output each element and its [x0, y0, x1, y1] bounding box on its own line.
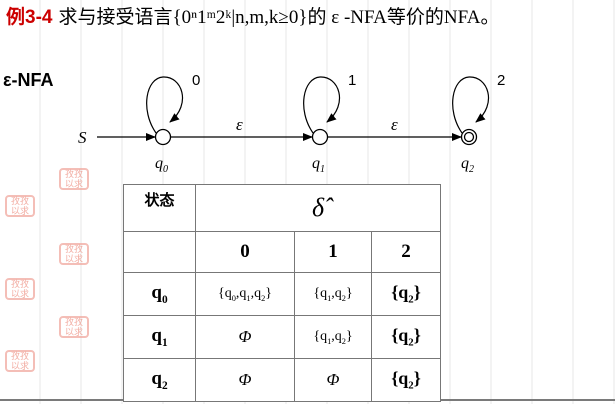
self-loop-label-q0: 0: [192, 72, 200, 89]
state-q1: [311, 128, 329, 146]
self-loop-label-q1: 1: [348, 72, 356, 89]
state-label-q1: q1: [312, 155, 325, 175]
state-cell: q1: [123, 315, 196, 359]
self-loop-q0: [146, 76, 183, 134]
state-cell: q0: [123, 272, 196, 316]
transition-cell: {q2}: [371, 315, 441, 359]
nfa-transition-table: 状态 δ̂ 0 1 2 q0 {q0,q1,q2} {q1,q2} {q2} q…: [123, 184, 441, 402]
decorative-seal: 孜孜以求: [59, 316, 89, 338]
empty-set-cell: Φ: [195, 315, 295, 359]
table-row: q1 Φ {q1,q2} {q2}: [123, 315, 441, 359]
decorative-seal: 孜孜以求: [5, 195, 35, 217]
example-number: 例3-4: [6, 7, 53, 28]
state-label-q0: q0: [155, 155, 168, 175]
transition-cell: {q0,q1,q2}: [195, 272, 295, 316]
enfa-state-diagram: S ε ε 0 1 2 q0 q1 q2: [78, 72, 505, 175]
symbol-header: 2: [371, 231, 441, 273]
decorative-seal: 孜孜以求: [59, 168, 89, 190]
symbol-header: 0: [195, 231, 295, 273]
table-row: q0 {q0,q1,q2} {q1,q2} {q2}: [123, 272, 441, 316]
problem-statement: 求与接受语言{0ⁿ1ᵐ2ᵏ|n,m,k≥0}的 ε -NFA等价的NFA。: [58, 7, 500, 28]
decorative-seal: 孜孜以求: [5, 350, 35, 372]
empty-set-cell: Φ: [195, 358, 295, 402]
state-q0: [154, 128, 172, 146]
state-label-q2: q2: [461, 155, 474, 175]
transition-cell: {q1,q2}: [294, 315, 372, 359]
header-state: 状态: [123, 184, 196, 232]
self-loop-q2: [452, 76, 489, 134]
table-row: q2 Φ Φ {q2}: [123, 358, 441, 402]
state-q2-accepting-ring: [463, 131, 475, 143]
self-loop-q1: [303, 76, 340, 134]
transition-cell: {q2}: [371, 358, 441, 402]
self-loop-label-q2: 2: [497, 72, 505, 89]
start-label: S: [78, 128, 87, 147]
symbol-header: 1: [294, 231, 372, 273]
decorative-seal: 孜孜以求: [5, 278, 35, 300]
state-cell: q2: [123, 358, 196, 402]
transition-cell: {q1,q2}: [294, 272, 372, 316]
transition-label-q0-q1: ε: [236, 115, 243, 134]
enfa-heading: ε-NFA: [3, 70, 54, 90]
header-delta: δ̂: [195, 184, 441, 232]
decorative-seal: 孜孜以求: [59, 243, 89, 265]
empty-set-cell: Φ: [294, 358, 372, 402]
transition-label-q1-q2: ε: [391, 115, 398, 134]
header-blank: [123, 231, 196, 273]
transition-cell: {q2}: [371, 272, 441, 316]
